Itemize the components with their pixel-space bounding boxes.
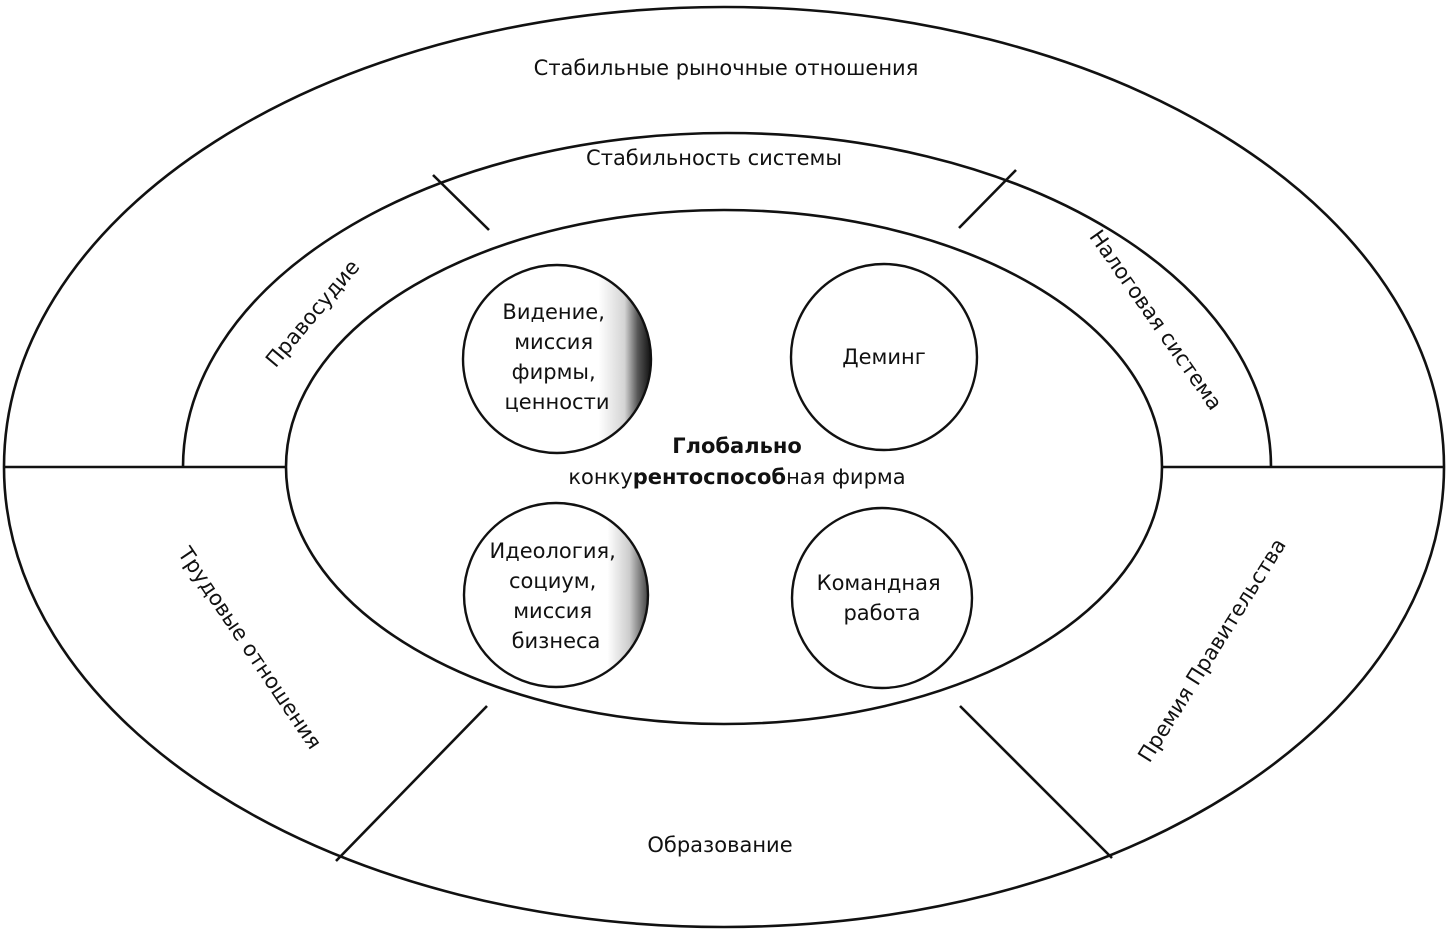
circle-teamwork-line: Командная	[817, 571, 941, 595]
middle-ring-upper-arc	[181, 131, 1273, 468]
label-labor-relations: Трудовые отношения	[173, 542, 327, 754]
divider-upper-left	[432, 174, 490, 231]
circle-deming	[789, 262, 979, 452]
divider-upper-right	[958, 169, 1017, 229]
circle-ideology-line: Идеология,	[490, 539, 616, 563]
label-justice: Правосудие	[261, 255, 364, 372]
core-title-line2-bold: рентоспособ	[633, 465, 786, 489]
divider-lower-left	[335, 705, 488, 862]
circle-ideology	[462, 501, 650, 689]
circle-vision-line: фирмы,	[512, 360, 596, 384]
label-tax-system: Налоговая система	[1085, 225, 1227, 414]
core-title-line1: Глобально	[672, 434, 802, 458]
label-stable-market: Стабильные рыночные отношения	[534, 56, 919, 80]
circle-vision-label: Видение, миссия фирмы, ценности	[502, 300, 611, 414]
circle-deming-label: Деминг	[842, 345, 926, 369]
circle-vision-line: Видение,	[502, 300, 604, 324]
circle-teamwork-line: работа	[843, 601, 920, 625]
circle-vision	[461, 263, 653, 455]
core-title-line2: конкурентоспособная фирма	[568, 465, 905, 489]
circle-ideology-line: бизнеса	[512, 629, 601, 653]
circle-teamwork	[790, 506, 974, 690]
label-system-stability: Стабильность системы	[586, 146, 842, 170]
core-title-line2-prefix: конку	[568, 465, 632, 489]
circle-vision-line: ценности	[505, 390, 610, 414]
divider-lower-right	[959, 705, 1113, 859]
circle-ideology-label: Идеология, социум, миссия бизнеса	[490, 539, 623, 653]
core-title-line2-suffix: ная фирма	[786, 465, 906, 489]
circle-ideology-line: социум,	[509, 569, 596, 593]
label-government-prize: Премия Правительства	[1133, 534, 1291, 766]
circle-vision-line: миссия	[514, 330, 593, 354]
circle-teamwork-label: Командная работа	[817, 571, 948, 625]
circle-ideology-line: миссия	[513, 599, 592, 623]
label-education: Образование	[647, 833, 792, 857]
